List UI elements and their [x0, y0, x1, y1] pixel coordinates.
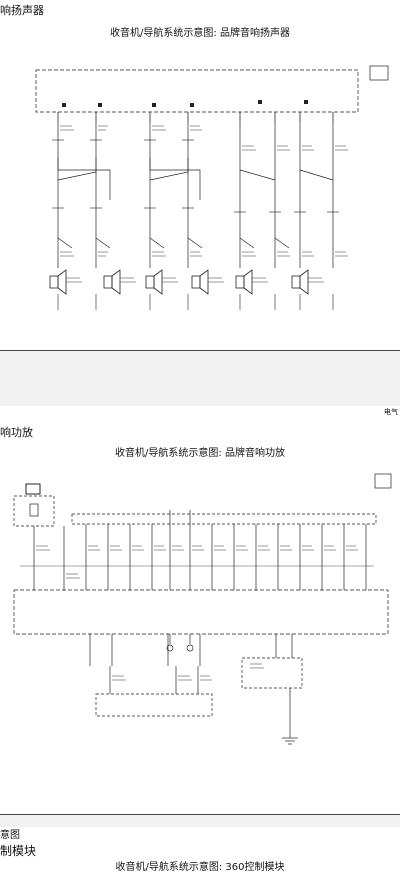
page-gap-2 — [0, 815, 400, 827]
schematic-amplifier — [13, 473, 392, 745]
section-header-amplifier: 响功放 — [0, 426, 33, 439]
page-corner-label: 电气 — [384, 408, 398, 416]
schematic-speakers — [35, 65, 389, 310]
diagram-title-speakers: 收音机/导航系统示意图: 品牌音响扬声器 — [110, 28, 290, 39]
page-divider — [0, 350, 400, 351]
page-divider-2 — [0, 814, 400, 815]
section-header-module: 制模块 — [0, 844, 37, 858]
page-tail-label: 意图 — [0, 830, 20, 841]
section-header-speakers: 响扬声器 — [0, 4, 44, 17]
page-gap — [0, 351, 400, 406]
diagram-title-amplifier: 收音机/导航系统示意图: 品牌音响功放 — [115, 448, 285, 459]
